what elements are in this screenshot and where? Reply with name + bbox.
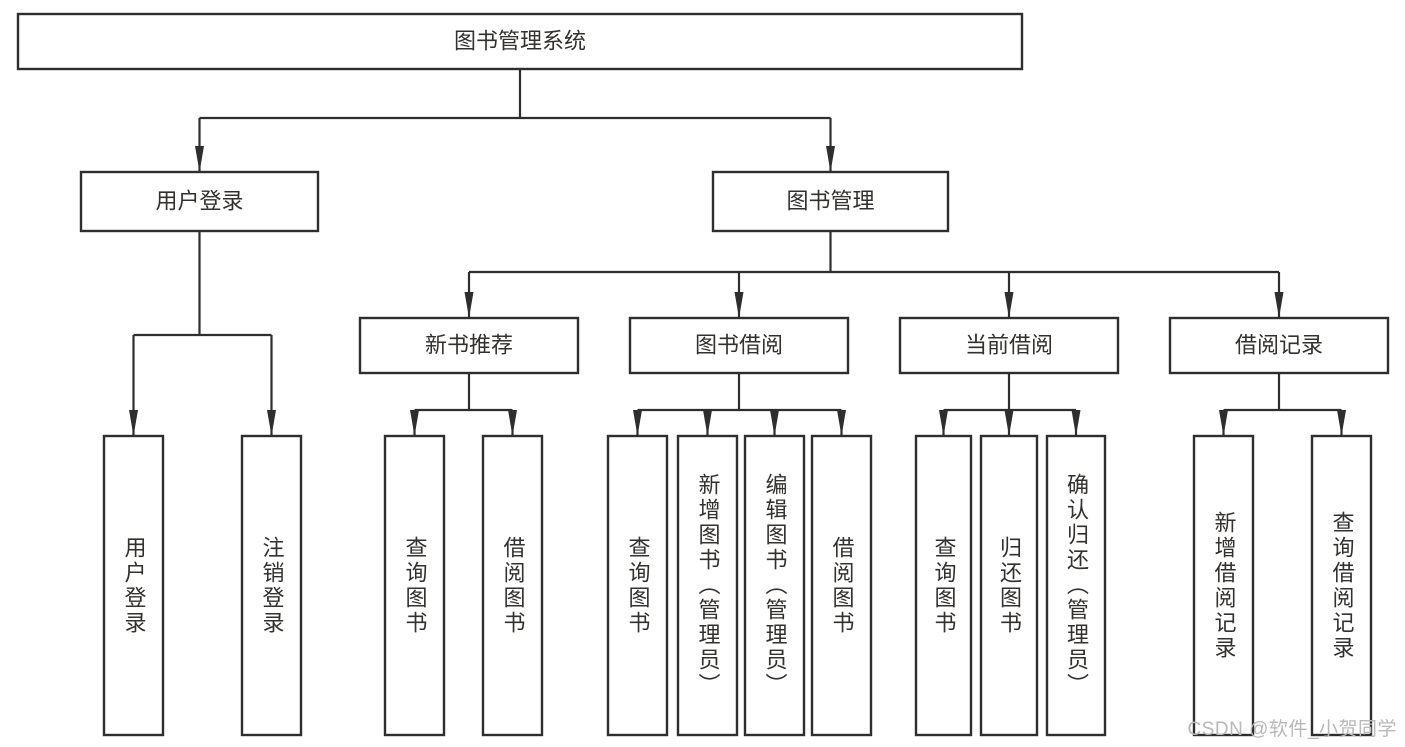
leaf-node-4-box[interactable] (606, 434, 669, 737)
leaf-node-10-box[interactable] (1045, 434, 1107, 737)
leaf-node-9-box[interactable] (979, 434, 1039, 737)
arrow-head-icon (1219, 410, 1228, 436)
leaf-node-7-box[interactable] (810, 434, 873, 737)
level3-node-0-box[interactable] (358, 316, 580, 375)
arrow-head-icon (939, 410, 948, 436)
level2-node-0-box[interactable] (79, 170, 320, 233)
level3-node-3-box[interactable] (1168, 316, 1390, 375)
level3-node-3-label: 借阅记录 (1235, 332, 1323, 357)
watermark-text: CSDN @软件_小贺同学 (1187, 719, 1397, 740)
leaf-node-5-box[interactable] (676, 434, 739, 737)
arrow-head-icon (267, 410, 276, 436)
arrow-head-icon (410, 410, 419, 436)
arrow-head-icon (633, 410, 642, 436)
level2-node-1-label: 图书管理 (786, 188, 874, 213)
level2-node-0-label: 用户登录 (155, 188, 243, 213)
arrow-head-icon (464, 292, 474, 318)
arrow-head-icon (1004, 410, 1014, 436)
leaf-node-6-box[interactable] (743, 434, 806, 737)
arrow-head-icon (508, 410, 517, 436)
arrow-head-icon (1274, 292, 1284, 318)
level3-node-0-label: 新书推荐 (425, 332, 513, 357)
leaf-node-3-box[interactable] (481, 434, 544, 737)
leaf-node-8-box[interactable] (914, 434, 973, 737)
arrow-head-icon (734, 292, 744, 318)
arrow-head-icon (1337, 410, 1346, 436)
arrow-head-icon (129, 410, 138, 436)
arrow-head-icon (703, 410, 712, 436)
level2-node-1-box[interactable] (711, 170, 950, 233)
arrow-head-icon (770, 410, 779, 436)
leaf-node-2-box[interactable] (383, 434, 446, 737)
leaf-node-12-box[interactable] (1310, 434, 1373, 737)
root-node-box[interactable] (16, 12, 1024, 71)
level3-node-2-box[interactable] (898, 316, 1120, 375)
leaf-node-11-box[interactable] (1192, 434, 1255, 737)
arrow-head-icon (837, 410, 846, 436)
root-node-label: 图书管理系统 (454, 28, 586, 53)
arrow-head-icon (826, 146, 835, 172)
level3-node-1-label: 图书借阅 (695, 332, 783, 357)
node-boxes (16, 12, 1390, 737)
arrow-head-icon (1071, 410, 1081, 436)
level3-node-2-label: 当前借阅 (965, 332, 1053, 357)
connector-lines (129, 69, 1346, 436)
arrow-head-icon (195, 146, 204, 172)
leaf-node-0-box[interactable] (102, 434, 165, 737)
leaf-node-1-box[interactable] (240, 434, 303, 737)
level3-node-1-box[interactable] (628, 316, 850, 375)
arrow-head-icon (1004, 292, 1014, 318)
